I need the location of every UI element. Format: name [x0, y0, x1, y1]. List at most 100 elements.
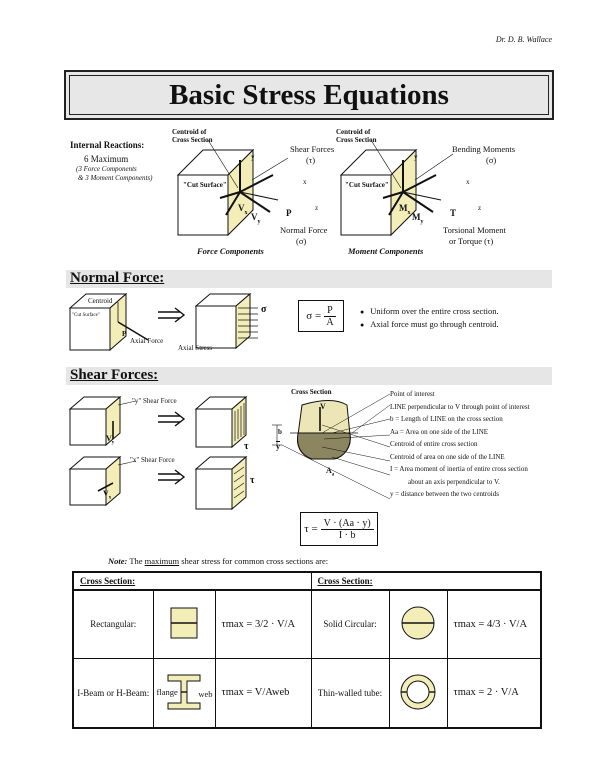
def-i: I = Area moment of inertia of entire cro…: [390, 465, 528, 473]
cut-surface-label-3: "Cut Surface": [72, 313, 100, 318]
thin-walled-shape-cell: [388, 657, 448, 729]
x-shear-label: "x" Shear Force: [130, 456, 175, 464]
y-shear-cube: [68, 395, 137, 447]
y-axis-label-2: y: [414, 153, 418, 161]
rectangular-shape-cell: [152, 589, 216, 659]
solid-circular-name: Solid Circular:: [310, 589, 390, 659]
tau-label-1: τ: [244, 441, 249, 452]
x-axis-label-2: x: [466, 178, 470, 186]
torque-label: or Torque (τ): [449, 236, 494, 246]
v-label-cs: V: [320, 402, 326, 411]
b-label-cs: b: [278, 428, 282, 436]
def-centroid-area: Centroid of area on one side of the LINE: [390, 452, 505, 461]
normal-force-header: Normal Force:: [66, 270, 552, 288]
normal-force-symbol: (σ): [296, 236, 307, 246]
cut-surface-label-1: "Cut Surface": [183, 181, 227, 189]
moment-components-diagram: [339, 139, 454, 237]
rectangular-name: Rectangular:: [72, 589, 154, 659]
vx-label-2: Vx: [103, 489, 112, 501]
p-label: P: [286, 208, 292, 218]
sigma-label: σ: [261, 304, 267, 315]
bullet-uniform: Uniform over the entire cross section.: [360, 305, 499, 318]
axial-stress-cube: [194, 292, 258, 350]
cut-surface-label-2: "Cut Surface": [345, 181, 389, 189]
ibeam-equation: τmax = V/Aweb: [214, 657, 312, 729]
centroid-label-2: Centroid of: [336, 128, 371, 136]
y-shear-stress-cube: [194, 395, 248, 449]
internal-reactions-heading: Internal Reactions:: [70, 140, 145, 150]
my-label: My: [412, 212, 424, 225]
ybar-label-cs: y: [276, 442, 280, 451]
solid-circle-section-icon: [401, 606, 435, 640]
title-box: Basic Stress Equations: [64, 70, 554, 120]
centroid-label-2b: Cross Section: [336, 136, 377, 144]
def-centroid: Centroid of entire cross section: [390, 440, 478, 448]
tube-section-icon: [400, 674, 436, 710]
aa-label-cs: Aa: [326, 466, 335, 478]
axial-stress-label: Axial Stress: [178, 344, 213, 352]
flange-label: flange: [156, 686, 178, 697]
table-head-left: Cross Section:: [72, 571, 312, 591]
y-shear-label: "y" Shear Force: [132, 397, 177, 405]
shear-forces-header: Shear Forces:: [66, 367, 552, 385]
y-axis-label: y: [251, 153, 255, 161]
force-note: (3 Force Components: [76, 165, 137, 173]
cross-section-definitions: Point of interest LINE perpendicular to …: [390, 388, 530, 501]
shear-forces-heading: Shear Forces:: [70, 367, 159, 383]
centroid-label-1: Centroid of: [172, 128, 207, 136]
def-ybar: y = distance between the two centroids: [390, 490, 499, 498]
force-components-diagram: [176, 139, 289, 237]
thin-walled-equation: τmax = 2 · V/A: [446, 657, 542, 729]
force-components-caption: Force Components: [197, 246, 264, 256]
author-name: Dr. D. B. Wallace: [495, 35, 552, 44]
centroid-label-3: Centroid: [88, 297, 113, 305]
axial-force-label: Axial Force: [130, 337, 164, 345]
arrow-icon-3: [158, 469, 186, 485]
moment-note: & 3 Moment Components): [78, 174, 153, 182]
bullet-axial: Axial force must go through centroid.: [360, 318, 498, 331]
def-point: Point of interest: [390, 390, 435, 398]
def-i-cont: about an axis perpendicular to V.: [408, 477, 500, 486]
cross-section-title: Cross Section: [291, 388, 332, 396]
normal-force-label: Normal Force: [280, 225, 328, 235]
table-row: I-Beam or H-Beam: flange web τmax = V/Aw…: [72, 657, 542, 729]
normal-force-heading: Normal Force:: [70, 270, 165, 286]
shear-forces-symbol: (τ): [306, 155, 316, 165]
mx-label: Mx: [399, 203, 411, 216]
vx-label: Vx: [238, 203, 248, 216]
shear-forces-label: Shear Forces: [290, 144, 335, 154]
ibeam-shape-cell: flange web: [152, 657, 216, 729]
normal-force-cube: [68, 292, 149, 352]
centroid-label-1b: Cross Section: [172, 136, 213, 144]
torsional-moment-label: Torsional Moment: [443, 225, 506, 235]
rectangle-section-icon: [170, 607, 198, 639]
table-row: Rectangular: τmax = 3/2 · V/A Solid Circ…: [72, 589, 542, 659]
ibeam-name: I-Beam or H-Beam:: [72, 657, 154, 729]
def-aa: Aa = Area on one side of the LINE: [390, 427, 489, 436]
cross-section-table: Cross Section: Cross Section: Rectangula…: [72, 571, 542, 729]
solid-circular-shape-cell: [388, 589, 448, 659]
cross-section-shape: [272, 393, 391, 500]
z-axis-label-2: z: [478, 204, 482, 212]
solid-circular-equation: τmax = 4/3 · V/A: [446, 589, 542, 659]
t-label: T: [450, 208, 457, 218]
vy-label-2: Vy: [106, 434, 115, 446]
shear-stress-equation: τ = V · (Aa · y)I · b: [300, 512, 378, 546]
rectangular-equation: τmax = 3/2 · V/A: [214, 589, 312, 659]
bending-moments-label: Bending Moments: [452, 144, 516, 154]
tau-label-2: τ: [250, 475, 255, 486]
internal-reactions-max: 6 Maximum: [84, 154, 129, 164]
page-title: Basic Stress Equations: [169, 78, 449, 111]
ibeam-section-icon: [167, 674, 201, 710]
def-line: LINE perpendicular to V through point of…: [390, 402, 530, 411]
x-shear-cube: [68, 455, 137, 507]
p-label-2: P: [122, 330, 127, 338]
bending-moments-symbol: (σ): [486, 155, 497, 165]
normal-force-bullets: Uniform over the entire cross section. A…: [360, 305, 499, 331]
thin-walled-name: Thin-walled tube:: [310, 657, 390, 729]
arrow-icon-2: [158, 411, 186, 427]
vy-label: Vy: [251, 212, 261, 225]
z-axis-label: z: [315, 204, 319, 212]
web-label: web: [198, 688, 213, 699]
